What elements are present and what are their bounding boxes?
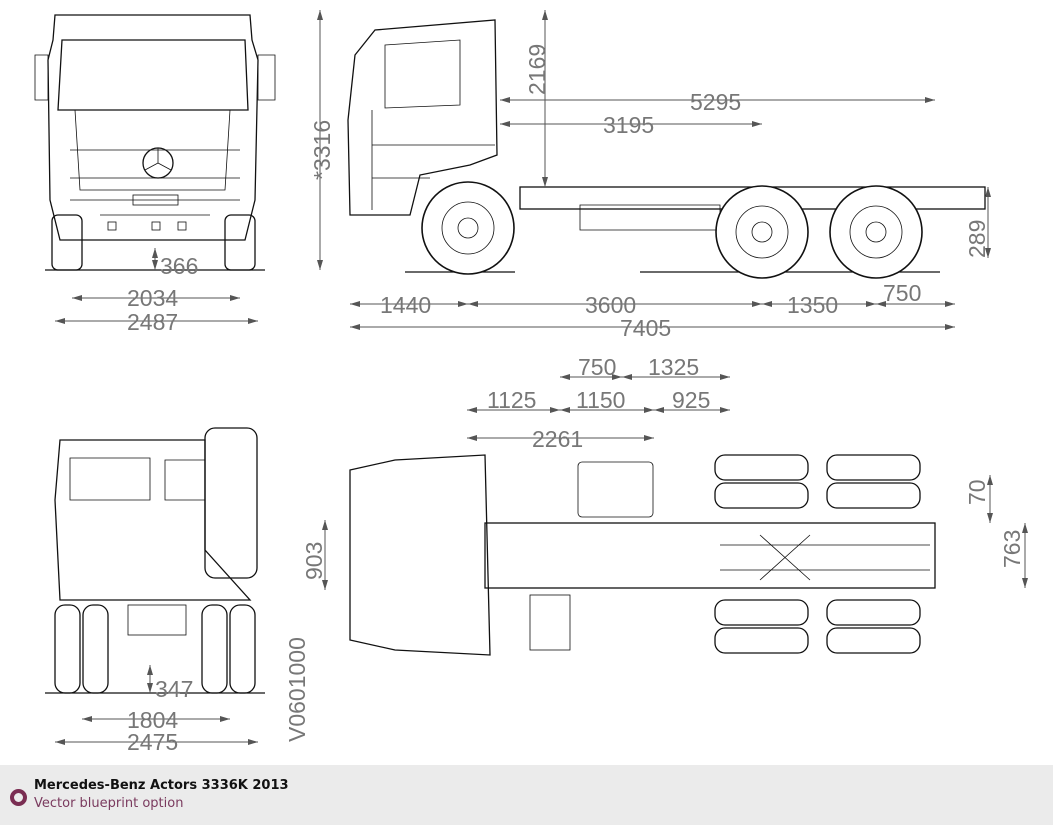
dim-wheelbase: 3600 [585,292,636,318]
side-view: *3316 2169 5295 3195 289 1440 3600 1350 … [309,10,991,341]
dim-3195: 3195 [603,112,654,138]
dim-top-2261: 2261 [532,426,583,452]
dim-front-track-width: 2034 [127,285,178,311]
dim-top-750: 750 [578,354,616,380]
rear-view: 347 1804 2475 V0601000 [45,427,310,755]
bullet-ring-icon [10,789,27,806]
drawing-code: V0601000 [284,637,310,742]
dim-top-1325: 1325 [648,354,699,380]
dim-cab-height: 2169 [524,44,550,95]
dim-frame-height: 289 [964,220,990,258]
dim-5295: 5295 [690,89,741,115]
dim-top-1125: 1125 [487,387,536,413]
dim-frame-width: 903 [301,542,327,580]
dim-rear-overhang: 750 [883,280,921,306]
dim-rear-axle-spacing: 1350 [787,292,838,318]
dim-top-1150: 1150 [576,387,625,413]
dim-front-ground-clearance: 366 [160,253,198,279]
blueprint-subtitle[interactable]: Vector blueprint option [34,796,184,811]
dim-rear-ground-clearance: 347 [155,676,193,702]
top-view: 750 1325 1125 1150 925 2261 903 70 763 [301,354,1028,656]
caption-bar: Mercedes-Benz Actors 3336K 2013 Vector b… [0,765,1053,825]
front-view: 366 2034 2487 [34,14,276,335]
truck-blueprint: 366 2034 2487 *3316 2169 5295 3195 289 1… [34,10,1028,755]
blueprint-title: Mercedes-Benz Actors 3336K 2013 [34,778,289,793]
dim-front-overall-width: 2487 [127,309,178,335]
rear-wheels [714,454,921,654]
dim-overall-length: 7405 [620,315,671,341]
dim-overall-height: *3316 [309,120,335,180]
dim-top-70: 70 [964,479,990,505]
dim-top-925: 925 [672,387,710,413]
dim-rear-overall-width: 2475 [127,729,178,755]
dim-rear-track-width: 1804 [127,707,178,733]
dim-front-overhang: 1440 [380,292,431,318]
dim-top-763: 763 [999,530,1025,568]
